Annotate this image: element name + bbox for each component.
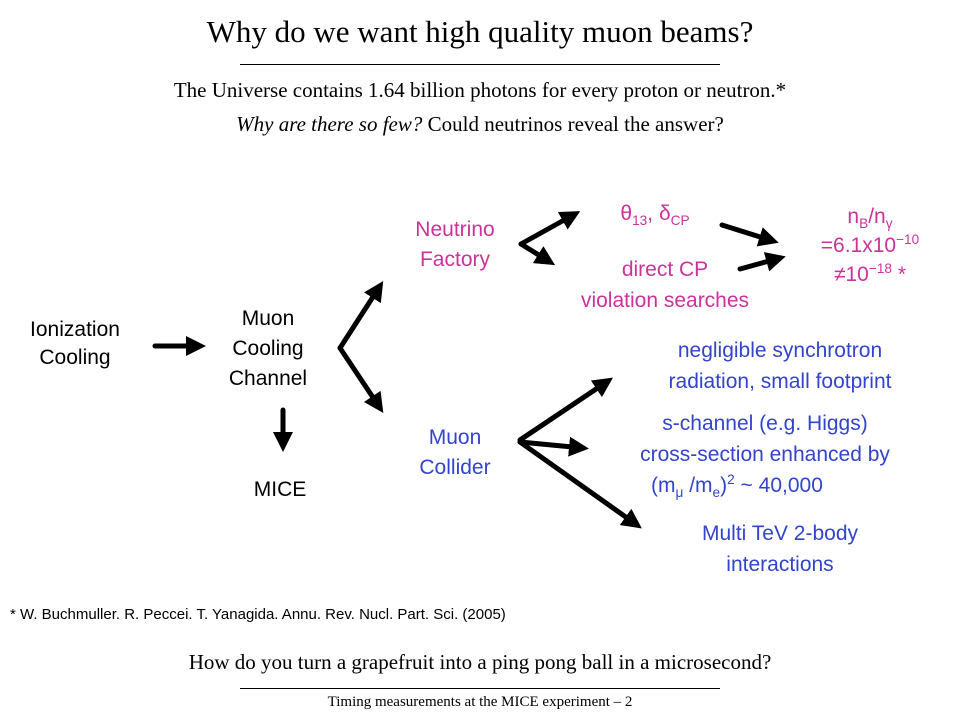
intro-question-italic: Why are there so few? — [236, 112, 423, 136]
node-mice: MICE — [253, 478, 307, 501]
s-channel-line-3: (mμ /me)2 ~ 40,000 — [595, 470, 935, 501]
s-channel-line-2: cross-section enhanced by — [640, 443, 890, 466]
slide-title: Why do we want high quality muon beams? — [206, 14, 754, 49]
ratio-sub-gamma: γ — [885, 216, 893, 232]
ionization-line: Ionization — [30, 318, 120, 341]
node-direct-cp: direct CP violation searches — [545, 254, 785, 316]
neq-exp: −18 — [868, 261, 892, 276]
ratio-value-line: =6.1x10−10 — [790, 231, 950, 260]
ratio-line: nB/nγ — [790, 202, 950, 231]
cooling-line: Cooling — [39, 346, 111, 369]
arrow-to-muon-collider — [337, 345, 384, 413]
node-neutrino-factory: Neutrino Factory — [390, 215, 520, 275]
ratio-slash-n: /n — [868, 205, 886, 228]
cooling-line: Cooling — [232, 337, 304, 360]
separator: , — [647, 202, 659, 225]
footnote: * W. Buchmuller. R. Peccei. T. Yanagida.… — [10, 606, 506, 623]
ratio-sub-b: B — [859, 216, 869, 232]
synchrotron-line-1: negligible synchrotron — [677, 339, 883, 362]
ratio-neq-line: ≠10−18 * — [790, 260, 950, 289]
intro-line-1: The Universe contains 1.64 billion photo… — [173, 78, 787, 102]
ratio-value-base: =6.1x10 — [820, 234, 897, 257]
s-channel-line-1: s-channel (e.g. Higgs) — [662, 412, 868, 435]
neq-base: 10 — [845, 263, 869, 286]
arrow-to-s-channel — [517, 436, 589, 457]
arrow-to-theta — [518, 211, 581, 247]
multi-tev-line-2: interactions — [726, 553, 834, 576]
arrow-to-multi-tev — [517, 439, 642, 529]
arrow-to-direct-cp — [518, 241, 556, 266]
node-theta-delta: θ13, δCP — [580, 202, 730, 229]
ratio-star: * — [892, 263, 907, 286]
e-subscript: e — [712, 485, 721, 501]
channel-line: Channel — [228, 367, 308, 390]
theta-symbol: θ — [620, 202, 633, 225]
slide-footer: Timing measurements at the MICE experime… — [327, 694, 633, 710]
mass-ratio-open: (m — [651, 474, 676, 497]
ratio-n: n — [847, 205, 860, 228]
delta-symbol: δ — [658, 202, 671, 225]
closing-question: How do you turn a grapefruit into a ping… — [188, 650, 772, 674]
multi-tev-line-1: Multi TeV 2-body — [701, 522, 859, 545]
arrow-direct-cp-to-ratio — [737, 252, 786, 272]
intro-question-rest: Could neutrinos reveal the answer? — [422, 112, 724, 136]
neutrino-line: Neutrino — [415, 218, 495, 241]
node-s-channel: s-channel (e.g. Higgs) cross-section enh… — [595, 408, 935, 501]
ratio-value-exp: −10 — [896, 232, 920, 247]
mu-subscript: μ — [675, 485, 684, 501]
violation-searches-line: violation searches — [580, 289, 750, 312]
mass-ratio-mid: /m — [683, 474, 713, 497]
neq-symbol: ≠ — [833, 263, 846, 286]
theta-subscript: 13 — [632, 213, 648, 229]
title-rule — [240, 64, 720, 65]
squared-exp: 2 — [727, 472, 735, 487]
node-ionization-cooling: Ionization Cooling — [10, 316, 140, 372]
intro-line-2: Why are there so few? Could neutrinos re… — [0, 112, 960, 137]
footer-rule — [240, 688, 720, 689]
delta-subscript: CP — [670, 213, 690, 229]
collider-line: Collider — [419, 456, 491, 479]
arrow-theta-to-ratio — [719, 222, 779, 247]
enhancement-value: ~ 40,000 — [734, 474, 823, 497]
muon-line: Muon — [241, 307, 295, 330]
node-synchrotron: negligible synchrotron radiation, small … — [625, 335, 935, 397]
direct-cp-line: direct CP — [621, 258, 709, 281]
node-multi-tev: Multi TeV 2-body interactions — [640, 518, 920, 580]
arrow-to-synchrotron — [517, 377, 613, 443]
node-baryon-ratio: nB/nγ =6.1x10−10 ≠10−18 * — [790, 202, 950, 289]
factory-line: Factory — [419, 248, 490, 271]
synchrotron-line-2: radiation, small footprint — [668, 370, 892, 393]
arrow-to-neutrino-factory — [337, 280, 384, 351]
mass-ratio-close: ) — [720, 474, 728, 497]
node-muon-cooling-channel: Muon Cooling Channel — [208, 304, 328, 394]
node-muon-collider: Muon Collider — [390, 423, 520, 483]
muon-line: Muon — [428, 426, 482, 449]
